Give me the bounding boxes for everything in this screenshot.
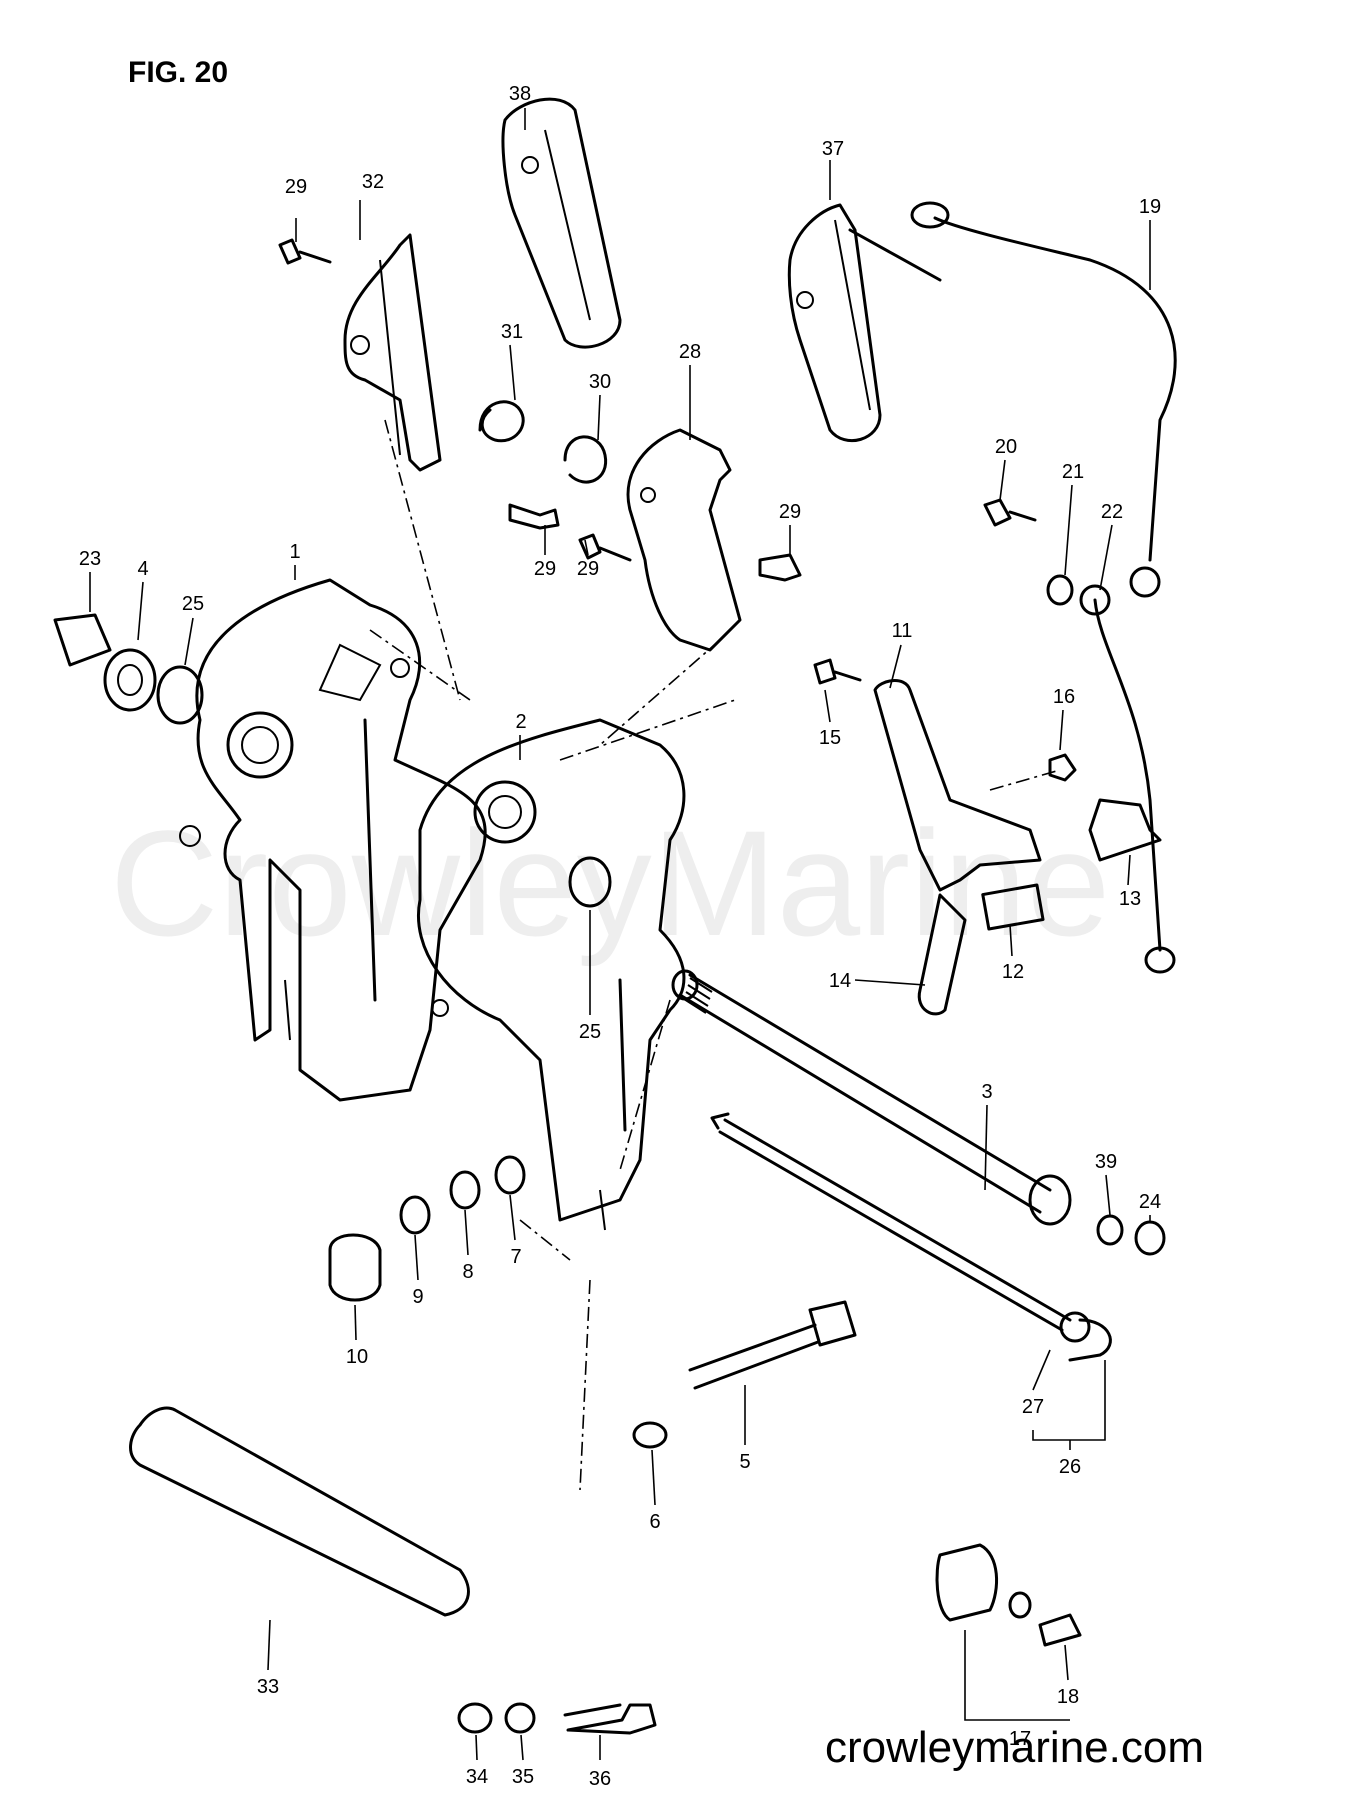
callout-25-left: 25 — [182, 593, 204, 615]
callout-26: 26 — [1059, 1456, 1081, 1478]
callout-23: 23 — [79, 548, 101, 570]
clamp-bracket-right — [417, 718, 686, 1231]
bolt-29-mid — [508, 503, 560, 530]
plate-32 — [343, 233, 442, 472]
bolt-18 — [1038, 1613, 1082, 1647]
lever-14 — [917, 893, 967, 1016]
wire-19 — [933, 216, 1177, 562]
website-footer: crowleymarine.com — [825, 1723, 1204, 1772]
callout-33: 33 — [257, 1676, 279, 1698]
callout-34: 34 — [466, 1766, 488, 1788]
callout-12: 12 — [1002, 961, 1024, 983]
bolt-29-far — [758, 553, 802, 582]
callout-5: 5 — [739, 1451, 750, 1473]
plate-33 — [129, 1406, 470, 1617]
clamp-bracket-left — [179, 578, 487, 1102]
spring-31 — [478, 400, 525, 443]
washer-7 — [494, 1155, 526, 1195]
nut-16 — [1048, 753, 1077, 782]
callout-39: 39 — [1095, 1151, 1117, 1173]
callout-38: 38 — [509, 83, 531, 105]
nut-9 — [399, 1195, 431, 1235]
washer-34 — [457, 1702, 493, 1734]
callout-3: 3 — [981, 1081, 992, 1103]
tilt-rod — [710, 1112, 1112, 1362]
callout-29-right: 29 — [779, 501, 801, 523]
callout-30: 30 — [589, 371, 611, 393]
callout-31: 31 — [501, 321, 523, 343]
nut-set-left — [53, 613, 204, 725]
callout-37: 37 — [822, 138, 844, 160]
callout-36: 36 — [589, 1768, 611, 1790]
plate-38 — [501, 97, 622, 349]
nut-39 — [1096, 1214, 1124, 1246]
callout-2: 2 — [515, 711, 526, 733]
plate-28 — [626, 428, 742, 652]
callout-16: 16 — [1053, 686, 1075, 708]
wire-22 — [1093, 598, 1162, 952]
bolt-29-top — [278, 238, 332, 265]
washer-25 — [568, 856, 612, 908]
plate-37 — [787, 203, 882, 443]
washer-21 — [1046, 574, 1074, 606]
bolt-5 — [688, 1323, 820, 1390]
block-17 — [935, 1543, 999, 1622]
callout-29-top: 29 — [285, 176, 307, 198]
washer-8 — [449, 1170, 481, 1210]
washer-6 — [632, 1421, 668, 1449]
callout-25-right: 25 — [579, 1021, 601, 1043]
bolt-29-right — [578, 533, 632, 562]
cap-10 — [328, 1233, 382, 1302]
cap-24 — [1134, 1220, 1166, 1256]
callout-19: 19 — [1139, 196, 1161, 218]
callout-13: 13 — [1119, 888, 1141, 910]
figure-title: FIG. 20 — [128, 56, 228, 89]
callout-9: 9 — [412, 1286, 423, 1308]
callout-24: 24 — [1139, 1191, 1161, 1213]
callout-18: 18 — [1057, 1686, 1079, 1708]
callout-22: 22 — [1101, 501, 1123, 523]
callout-4: 4 — [137, 558, 148, 580]
callout-29-bottom-left: 29 — [534, 558, 556, 580]
spring-30 — [563, 435, 608, 484]
bolt-20 — [983, 498, 1037, 527]
callout-14: 14 — [829, 970, 851, 992]
callout-32: 32 — [362, 171, 384, 193]
callout-35: 35 — [512, 1766, 534, 1788]
callout-21: 21 — [1062, 461, 1084, 483]
callout-8: 8 — [462, 1261, 473, 1283]
lever-11 — [873, 679, 1042, 892]
callout-11: 11 — [892, 620, 913, 642]
washer-35 — [504, 1702, 536, 1734]
callout-10: 10 — [346, 1346, 368, 1368]
callout-27: 27 — [1022, 1396, 1044, 1418]
callout-7: 7 — [510, 1246, 521, 1268]
callout-15: 15 — [819, 727, 841, 749]
bolt-15 — [813, 658, 862, 685]
callout-29-bottom: 29 — [577, 558, 599, 580]
callout-6: 6 — [649, 1511, 660, 1533]
bolt-36 — [563, 1703, 657, 1735]
callout-1: 1 — [289, 541, 300, 563]
clamp-shaft — [671, 969, 1072, 1226]
clip-13 — [1088, 798, 1162, 862]
callout-20: 20 — [995, 436, 1017, 458]
pad-12 — [981, 883, 1045, 931]
callout-28: 28 — [679, 341, 701, 363]
callout-17: 17 — [1009, 1728, 1031, 1750]
